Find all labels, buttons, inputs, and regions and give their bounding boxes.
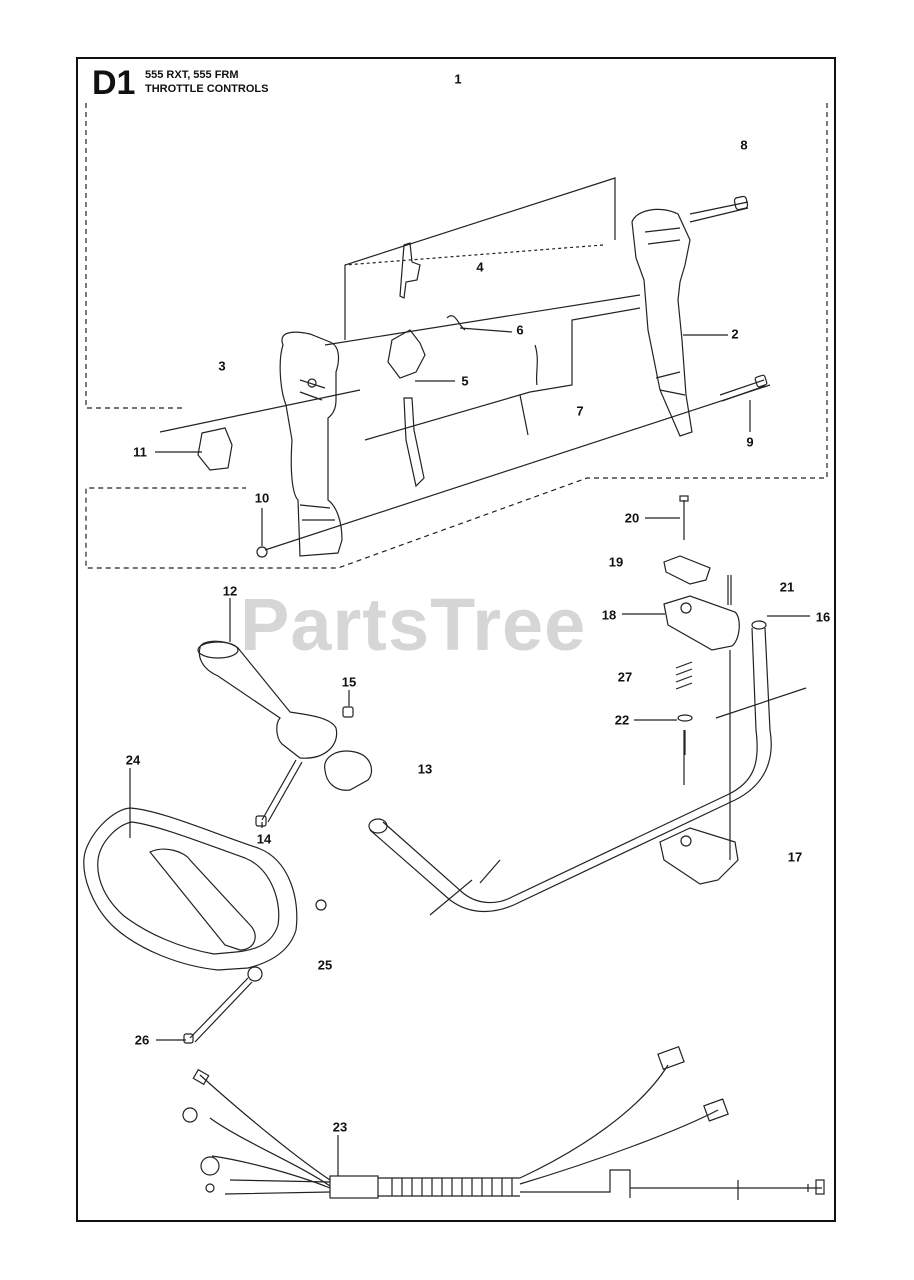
callout-12: 12	[222, 583, 238, 599]
leader-6	[459, 327, 513, 333]
throttle-lock	[399, 242, 421, 299]
callout-7: 7	[576, 403, 584, 419]
leader-line-10	[264, 384, 771, 551]
washer-22	[677, 714, 693, 722]
callout-10: 10	[254, 490, 270, 506]
throttle-trigger	[403, 397, 425, 488]
lever-part-5	[387, 329, 426, 379]
callout-1: 1	[454, 71, 462, 87]
screw-26	[189, 977, 249, 1039]
callout-11: 11	[133, 444, 147, 460]
clamp-plate-18	[663, 595, 740, 651]
section-title: THROTTLE CONTROLS	[145, 83, 269, 95]
leader-line-6	[324, 294, 641, 346]
handle-bracket	[631, 208, 693, 437]
nut-25	[315, 899, 327, 911]
handle-tube-13	[369, 627, 772, 913]
rear-handle	[279, 331, 343, 557]
wiring-harness-23	[182, 1045, 825, 1200]
callout-25: 25	[317, 957, 333, 973]
callout-5: 5	[461, 373, 469, 389]
handle-clamp	[324, 750, 373, 791]
screw-14	[261, 759, 297, 821]
callout-24: 24	[125, 752, 141, 768]
callout-3: 3	[218, 358, 226, 374]
callout-23: 23	[332, 1119, 348, 1135]
wire-7	[519, 344, 538, 436]
callout-21: 21	[779, 579, 795, 595]
callout-22: 22	[614, 712, 630, 728]
grip-12	[198, 640, 338, 759]
watermark: PartsTree	[240, 583, 587, 666]
callout-17: 17	[787, 849, 803, 865]
screw-8	[689, 201, 749, 215]
screw-9	[719, 379, 765, 396]
callout-16: 16	[815, 609, 831, 625]
callout-15: 15	[341, 674, 357, 690]
tube-centerline	[429, 879, 473, 916]
nut-10	[256, 546, 268, 558]
leader-line-4	[344, 177, 616, 340]
callout-14: 14	[256, 831, 272, 847]
leader-line-7	[529, 307, 641, 393]
callout-9: 9	[746, 434, 754, 450]
callout-18: 18	[601, 607, 617, 623]
section-id: D1	[92, 64, 136, 102]
callout-4: 4	[476, 259, 484, 275]
leader-line-11	[159, 389, 361, 433]
spring-27	[675, 661, 693, 690]
callout-20: 20	[624, 510, 640, 526]
diagram-frame	[76, 57, 836, 1222]
callout-13: 13	[417, 761, 433, 777]
callout-26: 26	[134, 1032, 150, 1048]
callout-27: 27	[617, 669, 633, 685]
callout-19: 19	[608, 554, 624, 570]
nut-15	[342, 706, 354, 718]
callout-6: 6	[516, 322, 524, 338]
guard-24	[83, 807, 298, 971]
callout-8: 8	[740, 137, 748, 153]
callout-2: 2	[731, 326, 739, 342]
assembly-boundary-upper	[85, 103, 183, 409]
section-models: 555 RXT, 555 FRM	[145, 69, 239, 81]
clip-19	[663, 555, 711, 585]
clamp-base-17	[659, 827, 739, 885]
clip-11	[197, 427, 233, 471]
